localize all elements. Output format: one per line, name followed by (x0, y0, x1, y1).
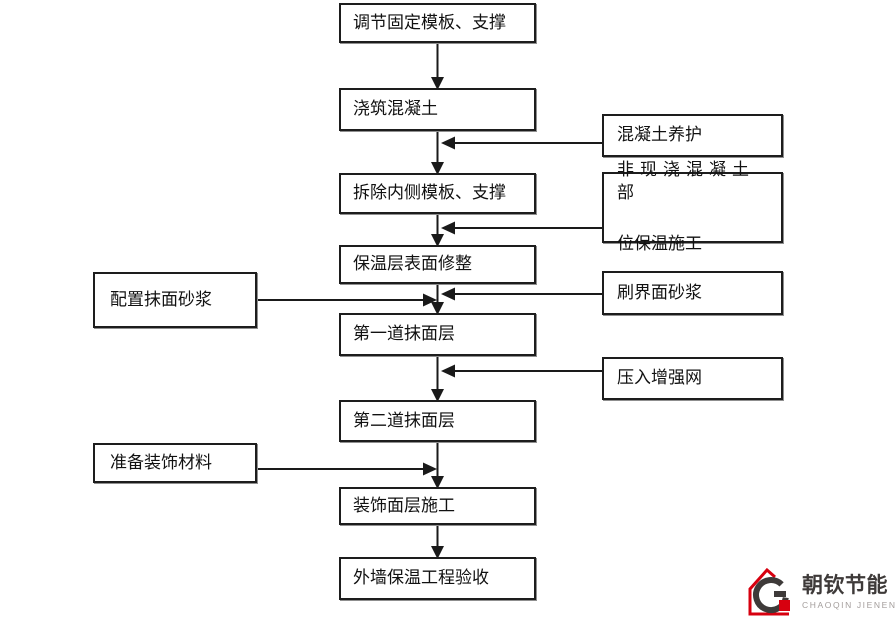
flow-input-label: 非现浇混凝土部 位保温施工 (617, 136, 777, 280)
arrow-down-into-step-6 (431, 389, 444, 402)
flow-step-second-plaster-coat: 第二道抹面层 (339, 400, 536, 442)
flow-input-label: 配置抹面砂浆 (110, 289, 212, 309)
flow-step-label: 浇筑混凝土 (353, 99, 438, 119)
logo-house-icon (748, 568, 790, 616)
flow-input-prepare-decoration-material: 准备装饰材料 (93, 443, 257, 483)
flow-input-prepare-plaster-mortar: 配置抹面砂浆 (93, 272, 257, 328)
flow-step-label: 装饰面层施工 (353, 495, 455, 515)
arrow-down-into-step-8 (431, 546, 444, 559)
flow-step-adjust-fix-formwork: 调节固定模板、支撑 (339, 3, 536, 43)
flow-step-acceptance: 外墙保温工程验收 (339, 557, 536, 600)
flow-step-label: 拆除内侧模板、支撑 (353, 183, 506, 203)
arrow-down-into-step-5 (431, 302, 444, 315)
arrow-left-non-cast-insulation (441, 221, 455, 235)
flow-input-interface-mortar: 刷界面砂浆 (602, 271, 783, 315)
arrow-right-prepare-mortar (423, 293, 437, 307)
flow-step-label: 第一道抹面层 (353, 324, 455, 344)
arrow-left-press-mesh (441, 364, 455, 378)
flow-step-remove-inner-formwork: 拆除内侧模板、支撑 (339, 173, 536, 214)
logo-red-square (779, 600, 790, 611)
logo: 朝钦节能 CHAOQIN JIENENG (746, 568, 896, 616)
arrow-right-prepare-decoration (423, 462, 437, 476)
arrow-down-into-step-2 (431, 77, 444, 90)
arrow-down-into-step-4 (431, 234, 444, 247)
arrow-down-into-step-3 (431, 162, 444, 175)
flow-input-label-line1: 非现浇混凝土部 (617, 159, 755, 202)
flow-step-label: 保温层表面修整 (353, 254, 472, 274)
flow-step-decorative-finish: 装饰面层施工 (339, 487, 536, 525)
flow-step-label: 外墙保温工程验收 (353, 568, 489, 588)
arrow-left-interface-mortar (441, 287, 455, 301)
flow-input-concrete-curing: 混凝土养护 (602, 114, 783, 157)
flow-step-pour-concrete: 浇筑混凝土 (339, 88, 536, 131)
flow-input-non-cast-insulation: 非现浇混凝土部 位保温施工 (602, 160, 783, 253)
flow-step-insulation-surface-trim: 保温层表面修整 (339, 245, 536, 284)
logo-name: 朝钦节能 (802, 574, 888, 598)
arrow-down-into-step-7 (431, 476, 444, 489)
flow-input-label: 混凝土养护 (617, 125, 702, 145)
logo-house-outline (748, 568, 789, 616)
flow-input-label-line2: 位保温施工 (617, 234, 702, 254)
arrow-left-concrete-curing (441, 136, 455, 150)
flow-input-label: 准备装饰材料 (110, 452, 212, 472)
logo-subtitle: CHAOQIN JIENENG (802, 599, 896, 610)
flow-input-label: 刷界面砂浆 (617, 282, 702, 302)
flow-input-label: 压入增强网 (617, 368, 702, 388)
flow-step-label: 调节固定模板、支撑 (353, 12, 506, 32)
logo-text: 朝钦节能 CHAOQIN JIENENG (802, 574, 896, 609)
flow-input-press-mesh: 压入增强网 (602, 357, 783, 400)
flow-step-first-plaster-coat: 第一道抹面层 (339, 313, 536, 356)
flow-step-label: 第二道抹面层 (353, 410, 455, 430)
